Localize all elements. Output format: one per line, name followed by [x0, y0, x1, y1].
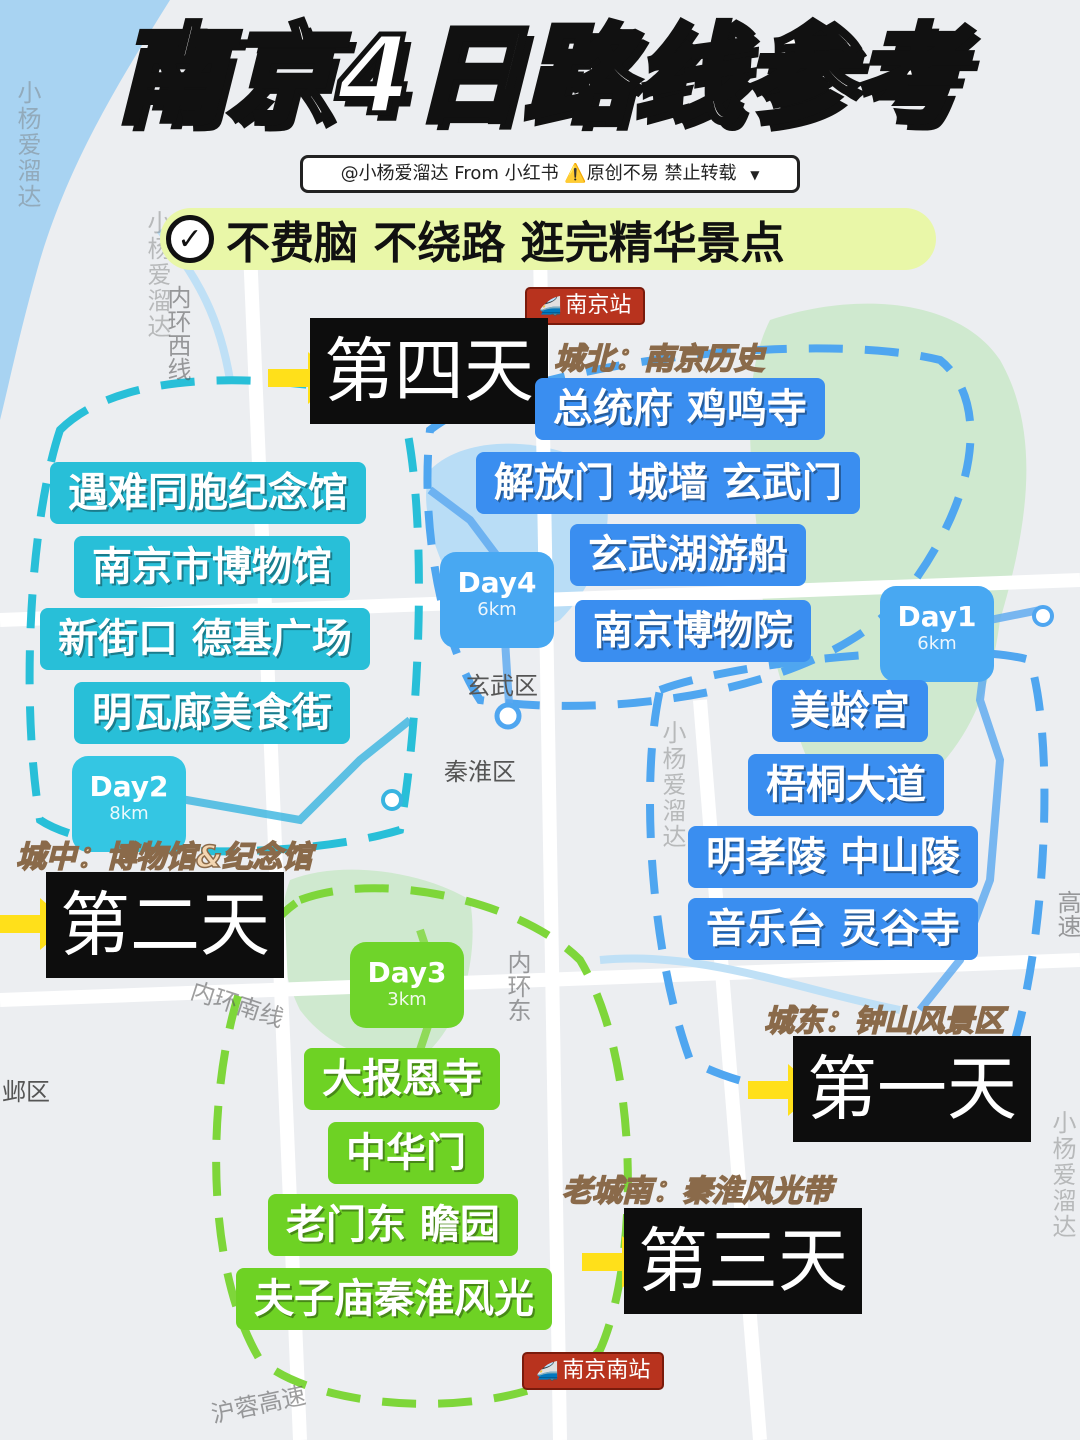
- day2-spot: 新街口 德基广场: [40, 608, 370, 670]
- caret-down-icon: ▼: [750, 168, 760, 182]
- day4-label: 第四天: [310, 318, 548, 424]
- page-title: 南京4日路线参考: [114, 12, 964, 142]
- day3-badge-day: Day3: [367, 956, 447, 989]
- credit-text: @小杨爱溜达 From 小红书 ⚠️原创不易 禁止转载: [340, 163, 737, 184]
- district-label: 玄武区: [466, 672, 538, 700]
- day2-path: [129, 716, 413, 825]
- tagline: ✓ 不费脑 不绕路 逛完精华景点: [160, 208, 936, 270]
- day2-badge: Day2 8km: [72, 756, 186, 852]
- day4-spot: 玄武湖游船: [570, 524, 806, 586]
- day1-endpoint: [1032, 605, 1054, 627]
- day3-spot: 夫子庙秦淮风光: [236, 1268, 552, 1330]
- watermark: 小杨爱溜达: [658, 720, 686, 850]
- check-circle-icon: ✓: [166, 215, 214, 263]
- train-icon: 🚄: [539, 296, 562, 317]
- day1-spot: 明孝陵 中山陵: [688, 826, 978, 888]
- day2-label: 第二天: [46, 872, 284, 978]
- day2-spot: 明瓦廊美食街: [74, 682, 350, 744]
- district-label: 秦淮区: [444, 758, 516, 786]
- day1-badge-day: Day1: [897, 600, 977, 633]
- day3-label: 第三天: [624, 1208, 862, 1314]
- day1-spot: 梧桐大道: [748, 754, 944, 816]
- station-nanjing: 🚄南京站: [527, 289, 644, 323]
- day2-endpoint: [381, 789, 403, 811]
- watermark: 小杨爱溜达: [1048, 1110, 1076, 1240]
- train-icon: 🚄: [536, 1361, 559, 1382]
- day1-region: 城东：钟山风景区: [763, 1003, 1005, 1040]
- day2-spot: 遇难同胞纪念馆: [50, 462, 366, 524]
- credit-bar: @小杨爱溜达 From 小红书 ⚠️原创不易 禁止转载 ▼: [300, 155, 800, 193]
- day4-badge-km: 6km: [477, 599, 517, 620]
- watermark: 小杨爱溜达: [13, 80, 41, 210]
- day3-badge: Day3 3km: [350, 942, 464, 1028]
- day3-spot: 中华门: [328, 1122, 484, 1184]
- day4-badge-day: Day4: [457, 566, 537, 599]
- day2-region: 城中：博物馆&纪念馆: [15, 839, 313, 876]
- road-label: 内环东: [503, 950, 531, 1022]
- day4-endpoint: [494, 702, 522, 730]
- day2-spot: 南京市博物馆: [74, 536, 350, 598]
- day1-spot: 音乐台 灵谷寺: [688, 898, 978, 960]
- day1-badge-km: 6km: [917, 633, 957, 654]
- day3-route-loop: [212, 884, 632, 1408]
- day3-spot: 老门东 瞻园: [268, 1194, 518, 1256]
- road-label: 内环西线: [163, 285, 191, 381]
- station-label: 南京南站: [562, 1358, 651, 1383]
- day2-badge-km: 8km: [109, 803, 149, 824]
- day1-label: 第一天: [793, 1036, 1031, 1142]
- day4-badge: Day4 6km: [440, 552, 554, 648]
- day4-route-loop: [423, 344, 975, 710]
- station-label: 南京站: [565, 293, 632, 318]
- road-label: 高速: [1053, 890, 1080, 938]
- day4-region: 城北：南京历史: [553, 341, 765, 378]
- station-nanjing-south: 🚄南京南站: [524, 1354, 663, 1388]
- day1-spot: 美龄宫: [772, 680, 928, 742]
- day3-spot: 大报恩寺: [304, 1048, 500, 1110]
- day4-spot: 解放门 城墙 玄武门: [476, 452, 860, 514]
- tagline-text: 不费脑 不绕路 逛完精华景点: [226, 218, 785, 269]
- river: [0, 0, 170, 420]
- day3-badge-km: 3km: [387, 989, 427, 1010]
- day4-spot: 南京博物院: [575, 600, 811, 662]
- day3-region: 老城南：秦淮风光带: [561, 1173, 833, 1210]
- day2-badge-day: Day2: [89, 770, 169, 803]
- day4-spot: 总统府 鸡鸣寺: [535, 378, 825, 440]
- district-label: 邺区: [2, 1078, 50, 1106]
- day1-badge: Day1 6km: [880, 586, 994, 682]
